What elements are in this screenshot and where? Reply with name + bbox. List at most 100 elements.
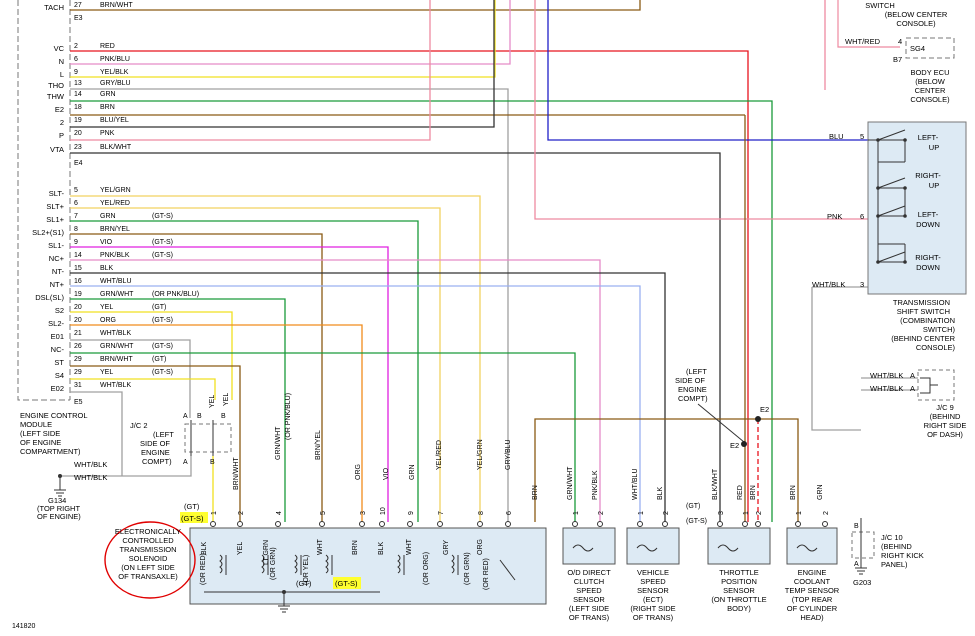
sensor-caption: OF TRANS)	[569, 613, 610, 622]
variant-note: (GT)	[686, 503, 700, 510]
ecm-pin-number: 6	[74, 200, 78, 207]
wire-s2	[70, 311, 233, 400]
wire-e01	[70, 339, 191, 418]
svg-text:(GT): (GT)	[184, 502, 200, 511]
wire-vta	[70, 152, 721, 522]
ecm-pin-label: NC+	[49, 254, 65, 263]
wire-color-label: BRN	[100, 104, 115, 111]
sensor-pin-number: 2	[823, 511, 830, 515]
svg-text:SIDE OF: SIDE OF	[675, 376, 705, 385]
svg-text:LEFT-: LEFT-	[918, 133, 939, 142]
wire-slt-plus	[70, 207, 441, 522]
svg-text:WHT/BLK: WHT/BLK	[870, 384, 903, 393]
svg-text:J/C 10: J/C 10	[881, 533, 903, 542]
svg-text:ENGINE: ENGINE	[678, 385, 707, 394]
wire-s4	[70, 378, 216, 400]
svg-text:YEL: YEL	[209, 395, 216, 408]
ecm-pin-label: ST	[54, 358, 64, 367]
svg-text:A: A	[183, 413, 188, 420]
ecm-pin-label: E2	[55, 105, 64, 114]
svg-text:G134: G134	[48, 496, 66, 505]
svg-text:(LEFT: (LEFT	[686, 367, 707, 376]
connector-e4: E4	[74, 160, 83, 167]
wire-jc9	[861, 377, 918, 391]
svg-text:SOLENOID: SOLENOID	[129, 554, 168, 563]
ecm-pin-number: 21	[74, 330, 82, 337]
solenoid-wire-label: GRN	[409, 464, 416, 480]
sensor-caption: SPEED	[640, 577, 666, 586]
wire-color-label: BLK/WHT	[100, 144, 132, 151]
solenoid-inner-label: WHT	[317, 538, 324, 555]
svg-text:OF DASH): OF DASH)	[927, 430, 963, 439]
svg-text:ENGINE: ENGINE	[141, 448, 170, 457]
svg-text:YEL: YEL	[223, 393, 230, 406]
svg-text:CONSOLE): CONSOLE)	[916, 343, 956, 352]
wire-tho	[70, 88, 509, 522]
svg-text:DOWN: DOWN	[916, 263, 940, 272]
wire-color-label: YEL/BLK	[100, 69, 129, 76]
solenoid-inner-label: (OR RED)	[200, 553, 207, 585]
pin-terminal	[275, 521, 281, 527]
ecm-pin-label: NC-	[51, 345, 65, 354]
wire-sl1-plus	[70, 220, 419, 522]
svg-text:A: A	[183, 459, 188, 466]
sensor-wire-label: BRN	[790, 485, 797, 500]
wire-wht-blk-ground	[60, 456, 192, 477]
wire-color-label: GRY/BLU	[100, 80, 131, 87]
pin-terminal	[437, 521, 443, 527]
wire-n	[70, 0, 511, 65]
solenoid-pin-number: 3	[360, 511, 367, 515]
wht-blk-label: WHT/BLK	[812, 280, 845, 289]
ecm-pin-label: N	[59, 57, 64, 66]
junction-connector-2: A B B A B J/C 2 (LEFT SIDE OF ENGINE COM…	[74, 393, 232, 482]
sensor-caption: (TOP REAR	[792, 595, 833, 604]
ecm-pin-number: 29	[74, 369, 82, 376]
svg-text:COMPT): COMPT)	[142, 457, 172, 466]
sensor-wire-label: RED	[737, 485, 744, 500]
svg-text:5: 5	[860, 132, 864, 141]
wire-nt-plus	[70, 285, 641, 522]
pnk-label: PNK	[827, 212, 842, 221]
sensor-caption: TEMP SENSOR	[785, 586, 840, 595]
wire-sl2-minus	[70, 324, 363, 522]
svg-text:6: 6	[860, 212, 864, 221]
sensor-wire-label: GRN/WHT	[567, 466, 574, 500]
junction-connector-10: B A G203 J/C 10 (BEHIND RIGHT KICK PANEL…	[851, 518, 924, 587]
svg-text:WHT/BLK: WHT/BLK	[870, 371, 903, 380]
svg-text:4: 4	[898, 37, 902, 46]
ecm-pin-label: DSL(SL)	[35, 293, 64, 302]
svg-text:WHT/BLK: WHT/BLK	[74, 460, 107, 469]
solenoid-pin-number: 10	[380, 507, 387, 515]
ecm-pin-number: 18	[74, 104, 82, 111]
svg-text:SHIFT SWITCH: SHIFT SWITCH	[897, 307, 950, 316]
junction-connector-9: WHT/BLK A WHT/BLK A J/C 9 (BEHIND RIGHT …	[870, 369, 966, 439]
ground-g134: G134 (TOP RIGHT OF ENGINE)	[37, 474, 81, 521]
sensor-pin-number: 3	[718, 511, 725, 515]
svg-text:(BEHIND: (BEHIND	[930, 412, 961, 421]
wire-color-label: BLK	[100, 265, 114, 272]
sensor-caption: BODY)	[727, 604, 751, 613]
ecm-pin-label: SL1-	[48, 241, 64, 250]
solenoid-pin-number: 5	[320, 511, 327, 515]
solenoid-wire-label: BRN/WHT	[233, 457, 240, 490]
svg-text:RIGHT-: RIGHT-	[915, 253, 941, 262]
wire-e02	[70, 391, 123, 476]
ecm-pin-label: SL1+	[46, 215, 64, 224]
svg-text:WHT/BLK: WHT/BLK	[74, 473, 107, 482]
svg-text:E2: E2	[730, 441, 739, 450]
solenoid-inner-label: BLK	[201, 541, 208, 555]
ecm-pin-label: VC	[54, 44, 65, 53]
sensor-wire-label: BLK	[657, 486, 664, 500]
wire-variant-note: (GT-S)	[152, 317, 173, 324]
solenoid-coil	[294, 554, 302, 575]
solenoid-inner-label: (OR RED)	[483, 558, 490, 590]
ecm-pin-number: 26	[74, 343, 82, 350]
pin-terminal	[505, 521, 511, 527]
variable-resistor	[499, 559, 516, 581]
ecm-pin-label: 2	[60, 118, 64, 127]
ecm-pin-number: 9	[74, 69, 78, 76]
wire-color-label: BRN/WHT	[100, 2, 133, 9]
svg-text:(ON LEFT SIDE: (ON LEFT SIDE	[121, 563, 175, 572]
